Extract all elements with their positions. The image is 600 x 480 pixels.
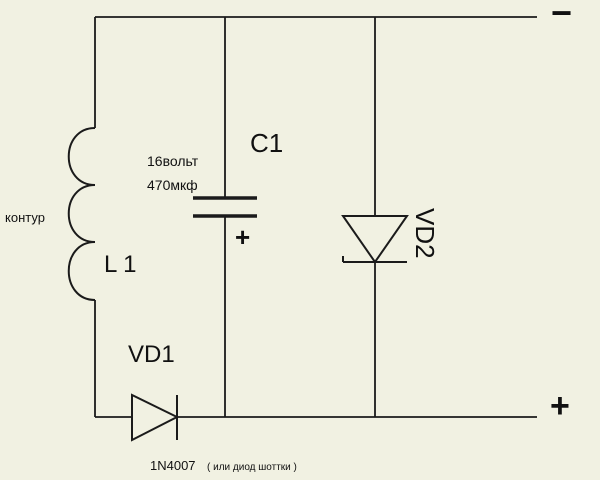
c1-voltage-label: 16вольт: [147, 153, 199, 169]
positive-terminal-sign: +: [550, 387, 570, 425]
capacitor-c1: [193, 196, 257, 218]
vd1-alt-label: ( или диод шоттки ): [207, 462, 297, 473]
l1-name-label: L 1: [104, 251, 136, 278]
c1-capacitance-label: 470мкф: [147, 177, 198, 193]
c1-plus-sign: +: [235, 222, 250, 252]
vd2-name-label: VD2: [410, 208, 440, 259]
coil-label: контур: [5, 210, 45, 225]
diode-vd1: [131, 393, 180, 442]
vd1-name-label: VD1: [128, 341, 175, 368]
diode-vd1-triangle: [131, 393, 180, 442]
negative-terminal-sign: −: [551, 0, 572, 33]
vd1-part-label: 1N4007: [150, 458, 196, 473]
diode-vd2-triangle: [341, 215, 409, 264]
c1-name-label: C1: [250, 128, 283, 158]
wires: [94, 16, 537, 418]
diode-vd2: [341, 215, 409, 264]
inductor-l1-coil: [67, 127, 96, 301]
